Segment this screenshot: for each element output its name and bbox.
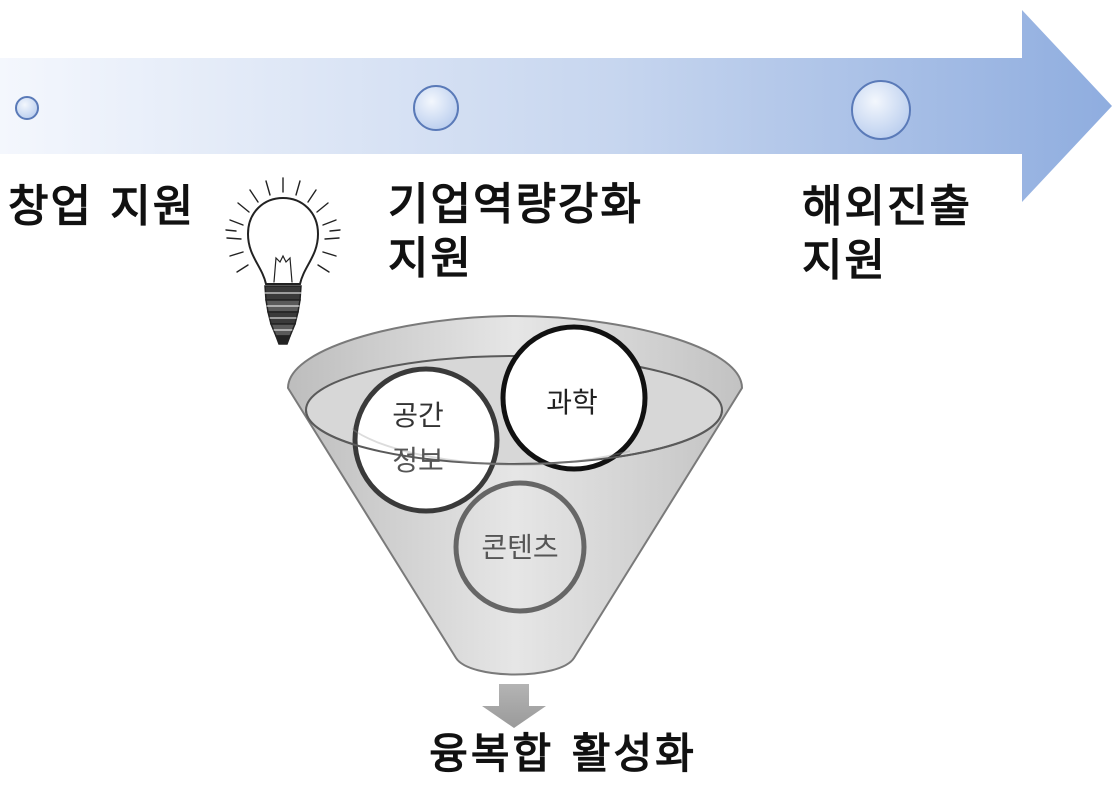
circle-science xyxy=(500,324,648,472)
circle-spatial-info-label-2: 정보 xyxy=(392,444,444,477)
stage-label-line: 기업역량강화 xyxy=(388,179,643,230)
timeline-node-2 xyxy=(413,85,459,131)
down-arrow xyxy=(482,684,546,728)
stage-label-line: 지원 xyxy=(802,235,887,286)
funnel-rim-front xyxy=(305,409,723,466)
stage-label-overseas: 해외진출 지원 xyxy=(802,180,972,288)
lightbulb-icon xyxy=(225,177,341,345)
stage-label-capability: 기업역량강화 지원 xyxy=(388,178,643,286)
timeline-node-3 xyxy=(851,80,911,140)
circle-spatial-info-label-1: 공간 xyxy=(392,399,444,432)
circle-science-label: 과학 xyxy=(546,386,598,419)
circle-spatial-info xyxy=(352,366,500,514)
circle-contents-label: 콘텐츠 xyxy=(481,531,558,564)
circle-contents xyxy=(453,480,587,614)
timeline-node-1 xyxy=(15,96,39,120)
stage-label-line: 창업 지원 xyxy=(8,181,196,232)
stage-label-startup: 창업 지원 xyxy=(8,180,195,234)
result-label: 융복합 활성화 xyxy=(429,729,697,778)
stage-label-line: 해외진출 xyxy=(802,181,972,232)
timeline-arrow xyxy=(0,10,1112,202)
stage-label-line: 지원 xyxy=(388,233,473,284)
